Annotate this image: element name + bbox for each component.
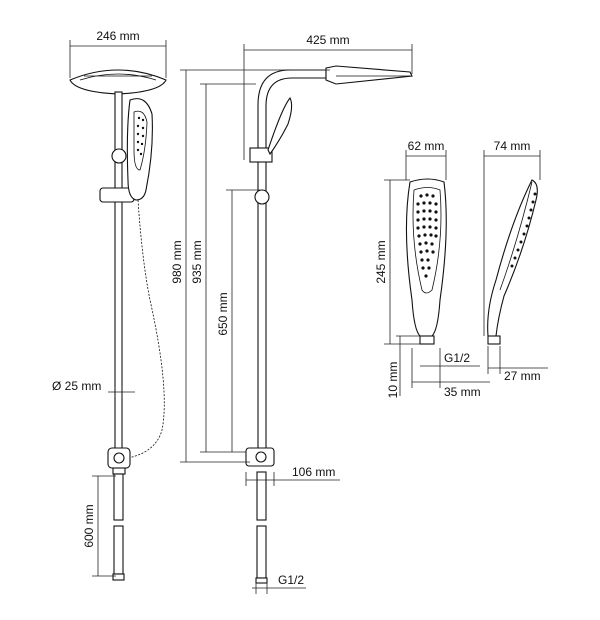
label-overall-reach: 425 mm (306, 33, 349, 47)
hand-detail-nozzles (416, 193, 438, 278)
front-hand-shower (126, 98, 153, 201)
dimension-lines (69, 40, 548, 594)
front-hose (127, 199, 165, 459)
front-bottom-hose-top (113, 473, 124, 521)
side-knob (254, 189, 270, 205)
label-conn-height: 10 mm (386, 362, 400, 399)
front-knob (111, 148, 127, 164)
side-overhead-head (325, 65, 413, 85)
label-height-650: 650 mm (216, 292, 230, 335)
front-bottom-hose-bottom (113, 525, 124, 575)
label-height-980: 980 mm (170, 240, 184, 283)
label-hand-length: 245 mm (374, 240, 388, 283)
side-slider (249, 147, 273, 163)
side-view (245, 65, 413, 584)
label-hose-length: 600 mm (82, 504, 96, 547)
front-rail (114, 91, 123, 463)
label-conn-depth: 27 mm (504, 369, 541, 383)
front-view (69, 69, 167, 581)
label-head-width: 246 mm (96, 29, 139, 43)
front-overhead-head (69, 69, 167, 95)
label-bottom-thread: G1/2 (278, 573, 304, 587)
hand-side-nozzles (510, 192, 537, 268)
label-hand-depth: 74 mm (494, 139, 531, 153)
label-hand-width: 62 mm (408, 139, 445, 153)
label-hand-thread: G1/2 (444, 351, 470, 365)
side-bottom-hose-bottom (256, 525, 267, 579)
side-hand-shower (267, 96, 293, 156)
label-mixer-offset: 106 mm (292, 465, 335, 479)
dimension-labels: 246 mm 425 mm 62 mm 74 mm 980 mm 935 mm … (52, 29, 541, 587)
side-bottom-hose-top (256, 471, 267, 521)
label-rail-diameter: Ø 25 mm (52, 379, 101, 393)
hand-detail-side (487, 179, 538, 345)
hand-detail-front (405, 178, 447, 345)
label-height-935: 935 mm (190, 240, 204, 283)
side-arm (257, 69, 327, 456)
label-conn-width: 35 mm (444, 385, 481, 399)
